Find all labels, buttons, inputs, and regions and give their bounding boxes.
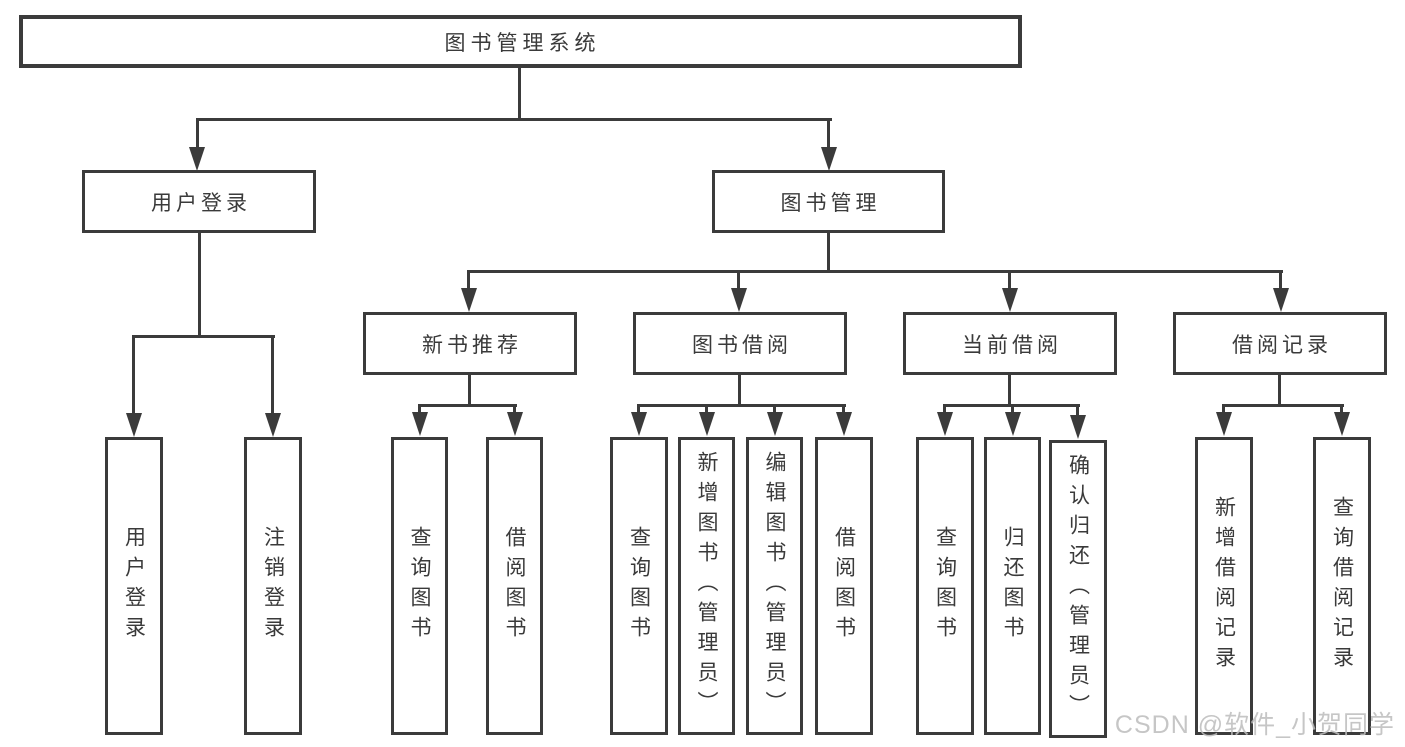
leaf-bb-add-books-admin-label: 新增图书（管理员） [695, 451, 718, 721]
connector-segment [1340, 404, 1343, 414]
leaf-bb-query-books: 查询图书 [610, 437, 668, 735]
leaf-br-add-record: 新增借阅记录 [1195, 437, 1253, 735]
connector-segment [518, 68, 521, 120]
arrowhead-down-icon [1273, 288, 1289, 312]
leaf-bb-query-books-label: 查询图书 [627, 526, 651, 646]
arrowhead-down-icon [836, 412, 852, 436]
leaf-logout-label: 注销登录 [261, 526, 285, 646]
connector-segment [418, 404, 517, 407]
leaf-br-add-record-label: 新增借阅记录 [1212, 496, 1236, 676]
connector-segment [132, 335, 275, 338]
connector-segment [196, 118, 832, 121]
arrowhead-down-icon [631, 412, 647, 436]
connector-segment [1076, 404, 1079, 417]
arrowhead-down-icon [821, 147, 837, 171]
connector-segment [773, 404, 776, 414]
connector-segment [705, 404, 708, 414]
leaf-bb-borrow-books: 借阅图书 [815, 437, 873, 735]
connector-segment [196, 118, 199, 149]
leaf-cb-confirm-return-admin: 确认归还（管理员） [1049, 440, 1107, 738]
arrowhead-down-icon [1070, 415, 1086, 439]
node-borrow-records: 借阅记录 [1173, 312, 1387, 375]
arrowhead-down-icon [126, 413, 142, 437]
connector-segment [1279, 270, 1282, 289]
connector-segment [827, 233, 830, 272]
connector-segment [1222, 404, 1344, 407]
node-current-borrow: 当前借阅 [903, 312, 1117, 375]
arrowhead-down-icon [937, 412, 953, 436]
connector-segment [467, 270, 470, 289]
leaf-cb-query-books-label: 查询图书 [933, 526, 957, 646]
leaf-user-login-label: 用户登录 [122, 526, 146, 646]
connector-segment [737, 270, 740, 289]
connector-segment [637, 404, 640, 414]
leaf-logout: 注销登录 [244, 437, 302, 735]
arrowhead-down-icon [699, 412, 715, 436]
connector-segment [467, 270, 1283, 273]
arrowhead-down-icon [731, 288, 747, 312]
connector-segment [637, 404, 846, 407]
connector-segment [943, 404, 946, 414]
node-book-management: 图书管理 [712, 170, 945, 233]
leaf-br-query-record: 查询借阅记录 [1313, 437, 1371, 735]
arrowhead-down-icon [1002, 288, 1018, 312]
connector-segment [271, 335, 274, 415]
arrowhead-down-icon [1216, 412, 1232, 436]
connector-segment [1278, 375, 1281, 406]
leaf-user-login: 用户登录 [105, 437, 163, 735]
leaf-bb-edit-books-admin-label: 编辑图书（管理员） [763, 451, 786, 721]
node-user-login: 用户登录 [82, 170, 316, 233]
connector-segment [198, 233, 201, 337]
watermark: CSDN @软件_小贺同学 [1114, 711, 1395, 739]
arrowhead-down-icon [1005, 412, 1021, 436]
connector-segment [1222, 404, 1225, 414]
leaf-cb-return-books: 归还图书 [984, 437, 1041, 735]
connector-segment [1011, 404, 1014, 414]
leaf-cb-confirm-return-admin-label: 确认归还（管理员） [1066, 454, 1090, 724]
node-book-management-system: 图书管理系统 [19, 15, 1022, 68]
connector-segment [132, 335, 135, 415]
arrowhead-down-icon [1334, 412, 1350, 436]
leaf-cb-return-books-label: 归还图书 [1001, 526, 1024, 646]
connector-segment [827, 118, 830, 149]
leaf-nb-query-books: 查询图书 [391, 437, 448, 735]
connector-segment [513, 404, 516, 414]
leaf-br-query-record-label: 查询借阅记录 [1330, 496, 1354, 676]
leaf-bb-borrow-books-label: 借阅图书 [832, 526, 856, 646]
node-book-borrow: 图书借阅 [633, 312, 847, 375]
arrowhead-down-icon [461, 288, 477, 312]
arrowhead-down-icon [507, 412, 523, 436]
node-new-book-recommend: 新书推荐 [363, 312, 577, 375]
arrowhead-down-icon [189, 147, 205, 171]
connector-segment [418, 404, 421, 414]
connector-segment [738, 375, 741, 406]
leaf-bb-add-books-admin: 新增图书（管理员） [678, 437, 735, 735]
arrowhead-down-icon [265, 413, 281, 437]
arrowhead-down-icon [412, 412, 428, 436]
leaf-bb-edit-books-admin: 编辑图书（管理员） [746, 437, 803, 735]
connector-segment [468, 375, 471, 406]
leaf-nb-query-books-label: 查询图书 [408, 526, 431, 646]
connector-segment [842, 404, 845, 414]
connector-segment [1008, 375, 1011, 406]
leaf-nb-borrow-books: 借阅图书 [486, 437, 543, 735]
leaf-cb-query-books: 查询图书 [916, 437, 974, 735]
leaf-nb-borrow-books-label: 借阅图书 [503, 526, 526, 646]
arrowhead-down-icon [767, 412, 783, 436]
connector-segment [1008, 270, 1011, 289]
